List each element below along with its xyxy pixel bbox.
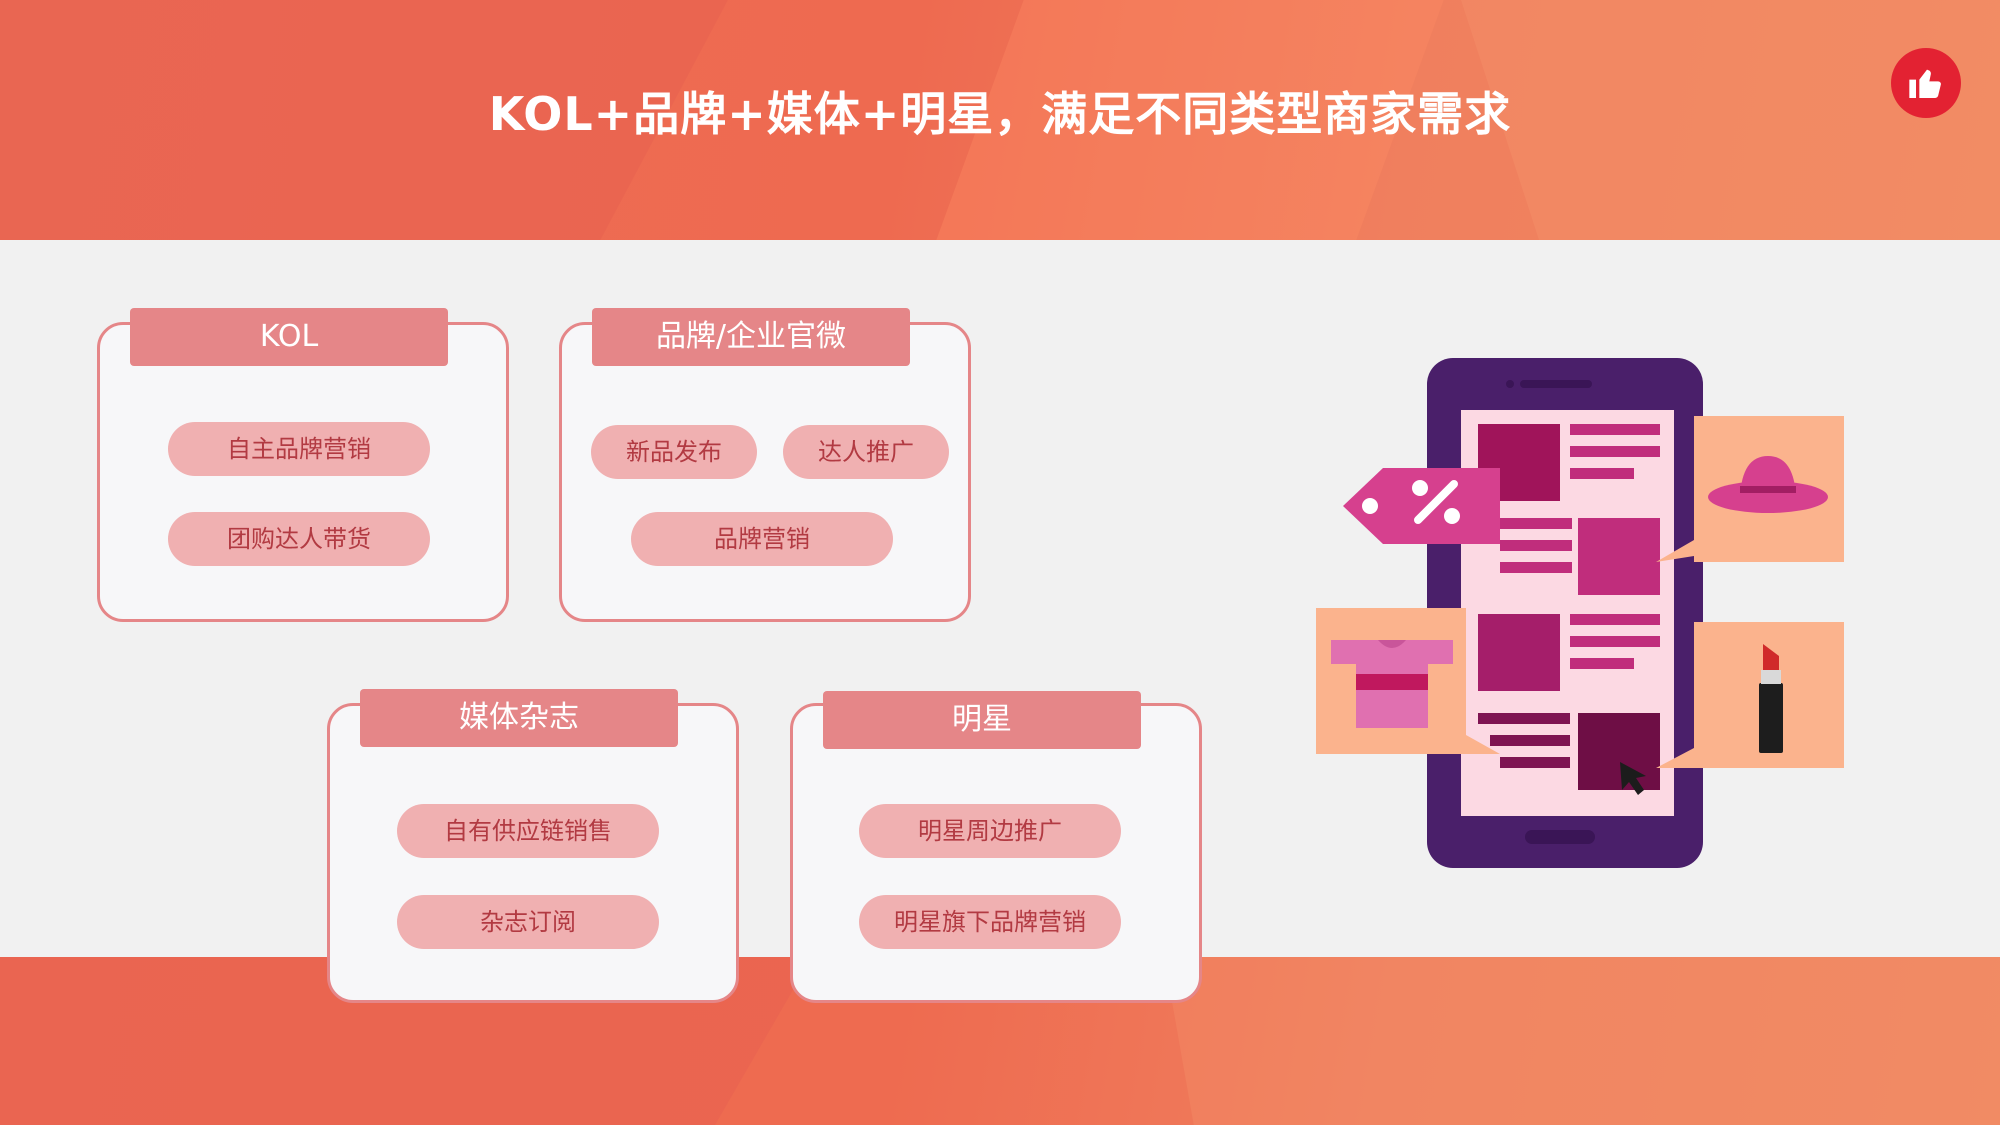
card-header: 品牌/企业官微 (592, 308, 910, 366)
card-kol: KOL 自主品牌营销 团购达人带货 (97, 308, 509, 622)
cursor-icon (1620, 762, 1646, 795)
smartphone-icon (1427, 358, 1703, 868)
header-band (0, 0, 2000, 240)
thumbs-up-icon (1909, 69, 1941, 98)
shirt-icon (1316, 608, 1500, 754)
hat-icon (1656, 416, 1844, 562)
like-badge (1891, 48, 1961, 118)
page-title: KOL+品牌+媒体+明星，满足不同类型商家需求 (488, 87, 1512, 141)
lipstick-icon (1656, 622, 1844, 768)
card-brand: 品牌/企业官微 新品发布 达人推广 品牌营销 (559, 308, 971, 622)
tag-pill: 明星旗下品牌营销 (859, 895, 1121, 949)
tag-pill: 自主品牌营销 (168, 422, 430, 476)
tag-pill: 团购达人带货 (168, 512, 430, 566)
card-header: 媒体杂志 (360, 689, 678, 747)
tag-pill: 达人推广 (783, 425, 949, 479)
card-celebrity: 明星 明星周边推广 明星旗下品牌营销 (790, 691, 1202, 1003)
discount-tag-icon (1343, 468, 1500, 544)
tag-pill: 杂志订阅 (397, 895, 659, 949)
card-header: KOL (130, 308, 448, 366)
tag-pill: 新品发布 (591, 425, 757, 479)
tag-pill: 自有供应链销售 (397, 804, 659, 858)
card-header: 明星 (823, 691, 1141, 749)
card-media: 媒体杂志 自有供应链销售 杂志订阅 (327, 689, 739, 1003)
band-facet (1158, 957, 2000, 1125)
tag-pill: 明星周边推广 (859, 804, 1121, 858)
tag-pill: 品牌营销 (631, 512, 893, 566)
shopping-phone-illustration (1316, 358, 1844, 868)
